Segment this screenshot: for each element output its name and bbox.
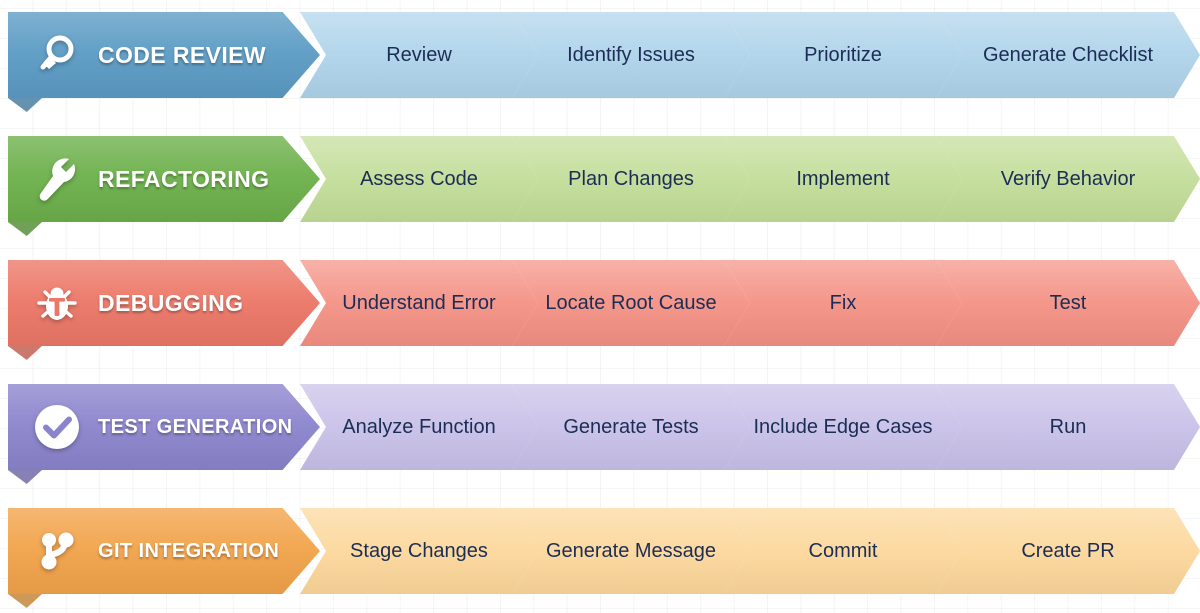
- banner-debugging[interactable]: DEBUGGING: [8, 260, 320, 346]
- step-track-test-generation: Analyze Function Generate Tests Include Ed…: [300, 384, 1200, 470]
- banner-title-test-generation: TEST GENERATION: [98, 415, 293, 438]
- step-label: Prioritize: [804, 43, 882, 66]
- magnifier-icon: [30, 28, 84, 82]
- step-label: Analyze Function: [342, 415, 496, 438]
- step-label: Understand Error: [342, 291, 496, 314]
- banner-title-code-review: CODE REVIEW: [98, 41, 266, 68]
- step-test-generation-3[interactable]: Include Edge Cases: [724, 384, 962, 470]
- step-code-review-3[interactable]: Prioritize: [724, 12, 962, 98]
- banner-tail-test-generation: [8, 470, 42, 484]
- banner-title-debugging: DEBUGGING: [98, 289, 244, 316]
- step-test-generation-4[interactable]: Run: [936, 384, 1200, 470]
- banner-refactoring[interactable]: REFACTORING: [8, 136, 320, 222]
- step-label: Implement: [796, 167, 890, 190]
- step-label: Assess Code: [360, 167, 478, 190]
- step-label: Plan Changes: [568, 167, 694, 190]
- workflow-row-refactoring: Assess Code Plan Changes Implement Verify B…: [0, 136, 1200, 236]
- step-label: Generate Tests: [563, 415, 699, 438]
- banner-title-refactoring: REFACTORING: [98, 165, 270, 192]
- step-track-debugging: Understand Error Locate Root Cause Fix Test: [300, 260, 1200, 346]
- step-track-git-integration: Stage Changes Generate Message Commit Creat…: [300, 508, 1200, 594]
- step-label: Generate Message: [545, 539, 717, 562]
- step-refactoring-1[interactable]: Assess Code: [300, 136, 538, 222]
- step-code-review-2[interactable]: Identify Issues: [512, 12, 750, 98]
- step-git-integration-2[interactable]: Generate Message: [512, 508, 750, 594]
- step-git-integration-3[interactable]: Commit: [724, 508, 962, 594]
- step-refactoring-2[interactable]: Plan Changes: [512, 136, 750, 222]
- banner-git-integration[interactable]: GIT INTEGRATION: [8, 508, 320, 594]
- banner-tail-git-integration: [8, 594, 42, 608]
- step-debugging-1[interactable]: Understand Error: [300, 260, 538, 346]
- banner-code-review[interactable]: CODE REVIEW: [8, 12, 320, 98]
- step-refactoring-3[interactable]: Implement: [724, 136, 962, 222]
- workflow-row-git-integration: Stage Changes Generate Message Commit Creat…: [0, 508, 1200, 608]
- step-label: Commit: [808, 539, 878, 562]
- workflow-row-code-review: Review Identify Issues Prioritize Generate …: [0, 12, 1200, 112]
- step-label: Generate Checklist: [982, 43, 1154, 66]
- step-track-refactoring: Assess Code Plan Changes Implement Verify B…: [300, 136, 1200, 222]
- workflow-row-test-generation: Analyze Function Generate Tests Include Ed…: [0, 384, 1200, 484]
- wrench-icon: [30, 152, 84, 206]
- banner-tail-refactoring: [8, 222, 42, 236]
- bug-icon: [30, 276, 84, 330]
- step-debugging-2[interactable]: Locate Root Cause: [512, 260, 750, 346]
- git-branch-icon: [30, 524, 84, 578]
- step-code-review-1[interactable]: Review: [300, 12, 538, 98]
- step-test-generation-1[interactable]: Analyze Function: [300, 384, 538, 470]
- step-test-generation-2[interactable]: Generate Tests: [512, 384, 750, 470]
- step-label: Test: [1049, 291, 1087, 314]
- step-label: Create PR: [1021, 539, 1115, 562]
- step-label: Review: [386, 43, 452, 66]
- step-debugging-3[interactable]: Fix: [724, 260, 962, 346]
- banner-test-generation[interactable]: TEST GENERATION: [8, 384, 320, 470]
- step-git-integration-1[interactable]: Stage Changes: [300, 508, 538, 594]
- step-label: Fix: [829, 291, 857, 314]
- step-label: Stage Changes: [350, 539, 488, 562]
- banner-title-git-integration: GIT INTEGRATION: [98, 539, 280, 562]
- step-debugging-4[interactable]: Test: [936, 260, 1200, 346]
- check-circle-icon: [30, 400, 84, 454]
- step-refactoring-4[interactable]: Verify Behavior: [936, 136, 1200, 222]
- step-label: Run: [1049, 415, 1087, 438]
- banner-tail-code-review: [8, 98, 42, 112]
- step-label: Locate Root Cause: [545, 291, 717, 314]
- step-label: Verify Behavior: [1000, 167, 1136, 190]
- step-label: Include Edge Cases: [753, 415, 933, 438]
- step-code-review-4[interactable]: Generate Checklist: [936, 12, 1200, 98]
- banner-tail-debugging: [8, 346, 42, 360]
- step-git-integration-4[interactable]: Create PR: [936, 508, 1200, 594]
- workflow-row-debugging: Understand Error Locate Root Cause Fix Test…: [0, 260, 1200, 360]
- step-label: Identify Issues: [567, 43, 695, 66]
- step-track-code-review: Review Identify Issues Prioritize Generate …: [300, 12, 1200, 98]
